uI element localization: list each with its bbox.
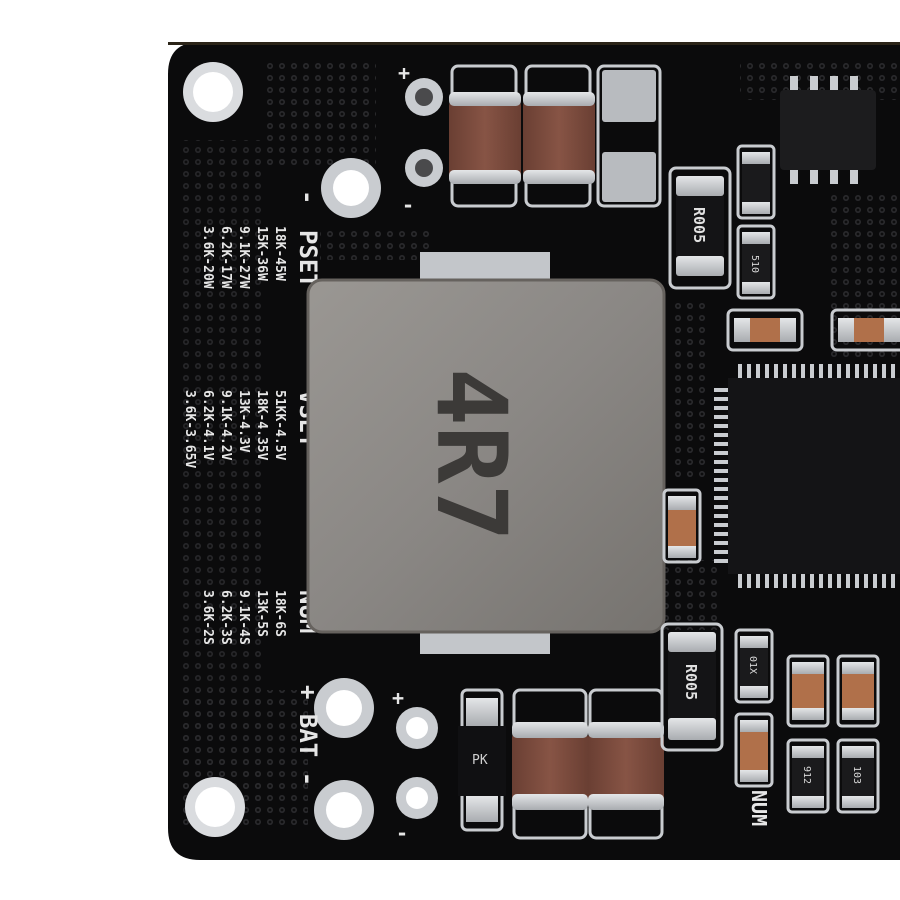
board-edge	[168, 42, 900, 45]
vset-row-0: 51KK-4.5V	[272, 390, 287, 461]
inductor-marking: 4R7	[415, 368, 527, 541]
resistor-bottom-marking: R005	[682, 664, 700, 700]
diode	[458, 688, 506, 832]
vset-row-2: 13K-4.3V	[236, 390, 251, 453]
small-resistor	[786, 738, 830, 814]
vset-row-4: 6.2K-4.1V	[200, 390, 215, 461]
via-field	[660, 560, 720, 630]
ceramic-capacitor	[588, 688, 664, 840]
soic8-chip	[780, 76, 876, 184]
small-resistor	[836, 738, 880, 814]
bat-label: + BAT -	[294, 685, 322, 786]
controller-ic	[714, 364, 900, 588]
small-capacitor	[726, 308, 804, 352]
num-bottom-right-label: NUM	[747, 790, 771, 826]
ceramic-capacitor	[523, 64, 595, 208]
diode-marking: PK	[472, 753, 488, 768]
small-resistor-4-marking: 103	[851, 766, 862, 784]
input-pads-top	[321, 78, 443, 218]
small-resistor-3-marking: 912	[801, 766, 812, 784]
ceramic-capacitor	[449, 64, 521, 208]
vset-row-1: 18K-4.35V	[254, 390, 269, 461]
mounting-hole-bottom	[185, 777, 245, 837]
num-row-4: 3.6K-2S	[200, 590, 215, 645]
small-resistor-2-marking: 01X	[747, 656, 758, 674]
small-capacitor	[662, 488, 702, 564]
power-inductor	[306, 252, 666, 654]
resistor-top-marking: R005	[690, 207, 708, 243]
num-row-0: 18K-6S	[272, 590, 287, 637]
pset-row-1: 15K-36W	[254, 226, 269, 281]
pset-row-4: 3.6K-20W	[200, 226, 215, 289]
pset-header: PSET	[294, 230, 322, 288]
shunt-resistor-top	[668, 166, 732, 290]
vset-row-3: 9.1K-4.2V	[218, 390, 233, 461]
small-resistor	[734, 628, 774, 704]
vset-row-5: 3.6K-3.65V	[182, 390, 197, 468]
minus-rot-label: -	[294, 190, 322, 204]
ceramic-capacitor	[512, 688, 588, 840]
minus-bottom-label: -	[396, 821, 408, 845]
minus-top-label: -	[402, 193, 414, 217]
shunt-resistor-bottom	[660, 622, 724, 752]
small-resistor	[736, 144, 776, 220]
small-capacitor	[734, 712, 774, 788]
pset-row-0: 18K-45W	[272, 226, 287, 281]
small-resistor	[736, 224, 776, 300]
num-row-3: 6.2K-3S	[218, 590, 233, 645]
pset-row-2: 9.1K-27W	[236, 226, 251, 289]
via-field	[670, 300, 710, 480]
small-resistor-1-marking: 510	[749, 255, 760, 273]
battery-pads	[314, 678, 438, 840]
pset-row-3: 6.2K-17W	[218, 226, 233, 289]
num-row-1: 13K-5S	[254, 590, 269, 637]
small-capacitor	[836, 654, 880, 728]
plus-top-label: +	[398, 61, 410, 85]
small-capacitor	[786, 654, 830, 728]
via-field	[266, 58, 376, 168]
plus-bottom-label: +	[392, 686, 404, 710]
via-field	[320, 230, 430, 260]
mounting-hole-top	[183, 62, 243, 122]
num-row-2: 9.1K-4S	[236, 590, 251, 645]
small-capacitor	[830, 308, 900, 352]
empty-capacitor-pads	[596, 64, 662, 208]
